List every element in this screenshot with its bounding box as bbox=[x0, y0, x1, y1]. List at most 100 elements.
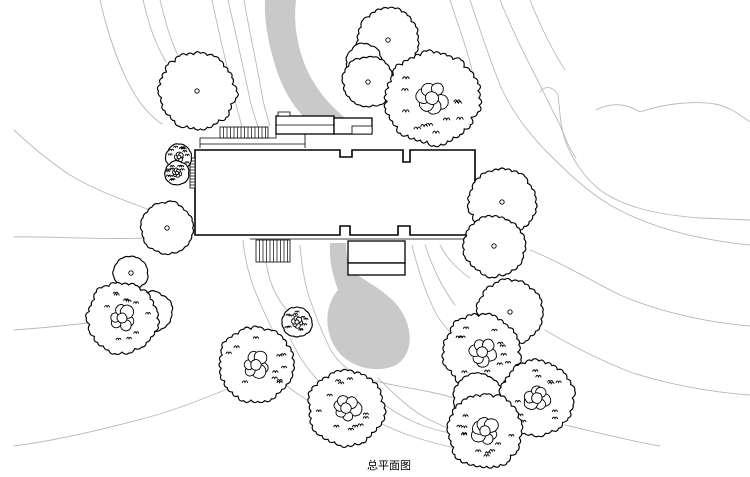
tree-canopy-detail bbox=[456, 116, 464, 121]
tree bbox=[218, 325, 295, 404]
drawing-title: 总平面图 bbox=[367, 459, 411, 472]
tree-canopy-detail bbox=[551, 409, 558, 413]
tree bbox=[307, 368, 387, 448]
tree-canopy-detail bbox=[145, 311, 151, 316]
tree-canopy-detail bbox=[333, 424, 340, 428]
tree bbox=[446, 393, 524, 469]
lower-annex bbox=[347, 240, 406, 264]
terrace-stairs bbox=[219, 126, 269, 139]
tree-canopy-detail bbox=[252, 336, 259, 340]
tree-canopy-detail bbox=[241, 380, 249, 384]
tree-canopy-detail bbox=[104, 304, 110, 309]
tree-canopy-detail bbox=[166, 168, 172, 172]
tree-canopy-detail bbox=[425, 91, 439, 106]
lower-annex-deck bbox=[347, 262, 406, 276]
tree-canopy-detail bbox=[225, 351, 232, 355]
tree-canopy-detail bbox=[402, 109, 410, 113]
contour-line bbox=[499, 0, 577, 159]
tree-canopy-detail bbox=[115, 337, 122, 341]
tree-canopy-detail bbox=[182, 150, 188, 153]
contour-line bbox=[469, 0, 750, 246]
tree-trunk-marker bbox=[499, 199, 505, 205]
tree-canopy-detail bbox=[352, 424, 359, 429]
tree-canopy-detail bbox=[413, 126, 422, 130]
contour-line bbox=[529, 0, 566, 71]
tree-canopy-detail bbox=[462, 326, 470, 330]
tree-canopy-detail bbox=[302, 323, 308, 326]
tree-canopy-detail bbox=[178, 147, 184, 150]
tree-canopy-detail bbox=[271, 376, 278, 380]
building-footprint bbox=[194, 149, 476, 236]
tree-canopy-detail bbox=[531, 392, 543, 404]
tree-canopy-detail bbox=[288, 314, 294, 318]
tree-canopy-detail bbox=[169, 148, 175, 152]
tree-canopy-detail bbox=[362, 412, 369, 416]
tree-canopy-detail bbox=[442, 117, 451, 122]
contour-line bbox=[529, 249, 750, 327]
tree-canopy-detail bbox=[547, 380, 554, 384]
tree bbox=[462, 214, 527, 279]
contour-line bbox=[544, 329, 750, 396]
tree bbox=[281, 306, 313, 338]
contour-line bbox=[13, 236, 151, 240]
tree bbox=[156, 51, 239, 131]
contour-line bbox=[142, 0, 167, 63]
stair-hatch bbox=[223, 127, 266, 138]
contour-line bbox=[242, 239, 276, 336]
tree-canopy-detail bbox=[504, 360, 512, 365]
tree-canopy-detail bbox=[346, 377, 353, 381]
tree-canopy-detail bbox=[113, 293, 120, 297]
tree bbox=[164, 160, 190, 186]
tree-canopy-detail bbox=[294, 319, 300, 325]
contour-line bbox=[539, 87, 750, 221]
tree-canopy-detail bbox=[326, 393, 333, 397]
tree-canopy-detail bbox=[276, 379, 283, 383]
tree-canopy-detail bbox=[456, 424, 463, 428]
tree-canopy-detail bbox=[281, 365, 288, 369]
tree-canopy-detail bbox=[357, 423, 364, 427]
tree-canopy-detail bbox=[169, 178, 175, 182]
stair-hatch bbox=[259, 240, 288, 262]
contour-line bbox=[13, 321, 96, 331]
tree-canopy-detail bbox=[125, 299, 132, 303]
tree-canopy-detail bbox=[168, 174, 174, 178]
tree-canopy-detail bbox=[176, 154, 182, 160]
tree bbox=[441, 312, 522, 393]
tree-canopy-detail bbox=[123, 298, 130, 302]
tree-canopy-detail bbox=[496, 362, 503, 366]
tree-canopy-detail bbox=[483, 454, 490, 458]
tree-canopy-detail bbox=[491, 328, 498, 332]
contour-line bbox=[227, 0, 259, 128]
building bbox=[189, 111, 476, 276]
tree-canopy-detail bbox=[276, 354, 283, 358]
contour-line bbox=[13, 387, 231, 447]
upper-annex-inner bbox=[351, 125, 373, 135]
tree-canopy-detail bbox=[169, 167, 175, 171]
tree-canopy-detail bbox=[454, 100, 462, 105]
tree-canopy-detail bbox=[484, 451, 491, 455]
tree-canopy-detail bbox=[315, 409, 322, 413]
tree-canopy-detail bbox=[294, 310, 300, 314]
contour-line bbox=[449, 0, 473, 71]
tree-canopy-detail bbox=[284, 325, 290, 329]
tree-canopy-detail bbox=[303, 317, 309, 321]
tree bbox=[341, 55, 395, 108]
tree-canopy-detail bbox=[174, 170, 180, 176]
tree-canopy-detail bbox=[173, 145, 179, 149]
tree-trunk-marker bbox=[194, 88, 200, 94]
contour-line bbox=[299, 244, 471, 403]
tree bbox=[139, 200, 195, 256]
tree-canopy-detail bbox=[184, 153, 190, 157]
contour-line bbox=[13, 129, 151, 211]
tree-canopy-detail bbox=[233, 345, 240, 349]
tree bbox=[383, 49, 483, 148]
stream bbox=[264, 0, 345, 118]
tree-canopy-detail bbox=[500, 353, 507, 357]
tree-canopy-detail bbox=[347, 427, 355, 431]
contour-line bbox=[439, 244, 471, 279]
lower-stairs bbox=[255, 239, 291, 263]
tree-canopy-detail bbox=[497, 341, 504, 345]
tree-trunk-marker bbox=[507, 309, 513, 315]
tree-canopy-detail bbox=[402, 76, 410, 80]
